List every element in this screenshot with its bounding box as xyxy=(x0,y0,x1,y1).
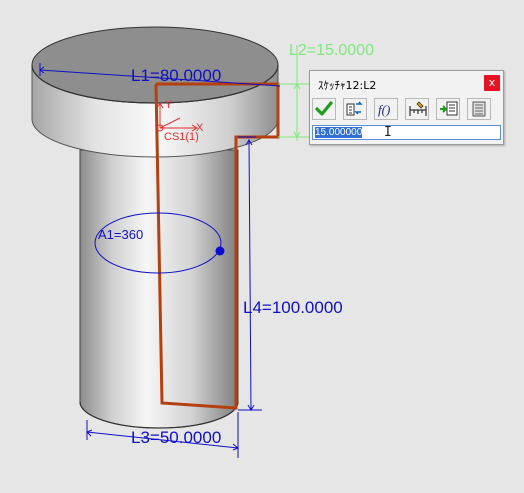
csys-name-label: CS1(1) xyxy=(164,131,199,143)
dimension-value-input[interactable]: 15.000000 xyxy=(312,125,501,140)
csys-x-label: X xyxy=(196,122,204,134)
input-selected-text: 15.000000 xyxy=(315,127,363,138)
svg-text:f(): f() xyxy=(378,102,390,117)
revolve-angle-ellipse[interactable] xyxy=(94,212,222,274)
import-icon xyxy=(440,101,458,116)
list-icon xyxy=(472,101,486,117)
measure-icon xyxy=(409,101,427,116)
dim-l1-lines xyxy=(39,63,281,87)
function-icon: f() xyxy=(378,102,390,117)
function-button[interactable]: f() xyxy=(374,98,398,120)
dim-l3-lines xyxy=(86,412,239,458)
csys-marker[interactable] xyxy=(156,102,198,132)
list-button[interactable] xyxy=(467,98,491,120)
dim-l4-label[interactable]: L4=100.0000 xyxy=(243,298,343,317)
dim-l1-label[interactable]: L1=80.0000 xyxy=(131,66,221,85)
shaft-bottom-edge xyxy=(79,401,239,429)
dim-l3-label[interactable]: L3=50.0000 xyxy=(131,428,221,447)
ok-icon xyxy=(315,101,333,116)
revolve-angle-handle[interactable] xyxy=(215,246,225,256)
close-icon: x xyxy=(488,76,496,89)
dimension-edit-dialog[interactable]: ｽｹｯﾁｬ12:L2 x f() xyxy=(309,70,504,145)
dim-l4-lines xyxy=(238,136,262,411)
swap-button[interactable] xyxy=(343,98,367,120)
dim-l2-label[interactable]: L2=15.0000 xyxy=(289,42,374,59)
dim-l2-lines xyxy=(278,45,312,141)
import-button[interactable] xyxy=(436,98,460,120)
swap-icon xyxy=(346,101,363,116)
measure-button[interactable] xyxy=(405,98,429,120)
text-cursor-icon: I xyxy=(384,125,392,140)
csys-y-label: Y xyxy=(165,99,173,111)
dialog-title: ｽｹｯﾁｬ12:L2 xyxy=(318,79,377,92)
close-button[interactable]: x xyxy=(484,75,500,91)
ok-button[interactable] xyxy=(312,98,336,120)
dim-a1-label[interactable]: A1=360 xyxy=(98,227,143,242)
